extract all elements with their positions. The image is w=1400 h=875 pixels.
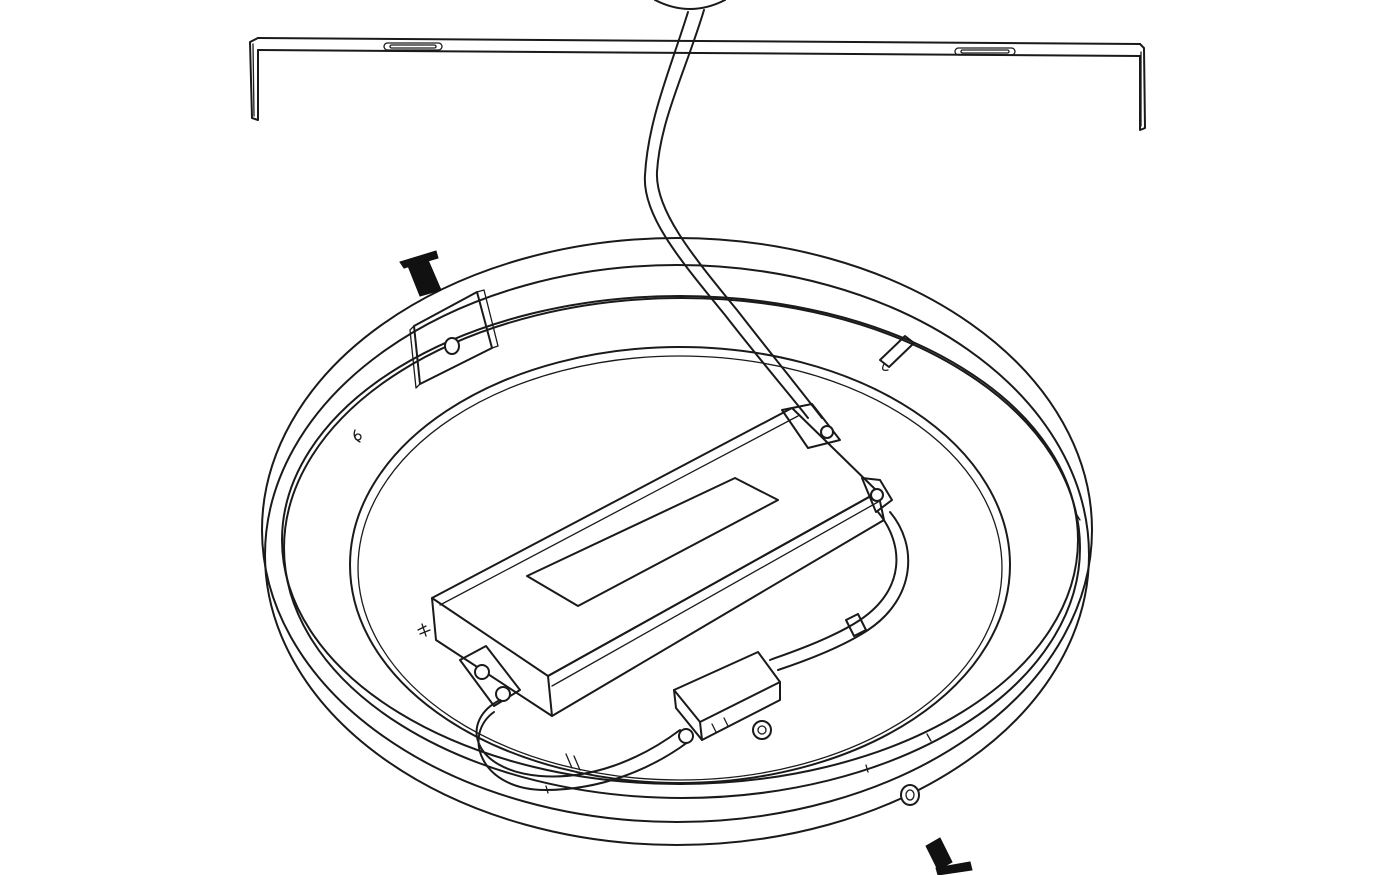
housing-screw-hole (900, 784, 920, 806)
bracket-slot-left (383, 42, 443, 51)
screw-right (925, 837, 973, 875)
bracket-slot-right (954, 47, 1016, 56)
wire-connector (673, 651, 781, 744)
mounting-bracket (249, 37, 1146, 131)
right-notch-clip (879, 335, 915, 372)
screw-left (399, 250, 442, 297)
base-plate (349, 346, 1011, 784)
driver-label-panel (526, 477, 779, 607)
led-driver-box (417, 403, 893, 717)
output-cable (475, 511, 910, 791)
ceiling-canopy (654, 0, 726, 10)
left-mounting-tab (409, 289, 499, 389)
driver-symbol-mark (417, 623, 431, 637)
power-cable (643, 9, 823, 419)
housing-ring (261, 237, 1093, 846)
